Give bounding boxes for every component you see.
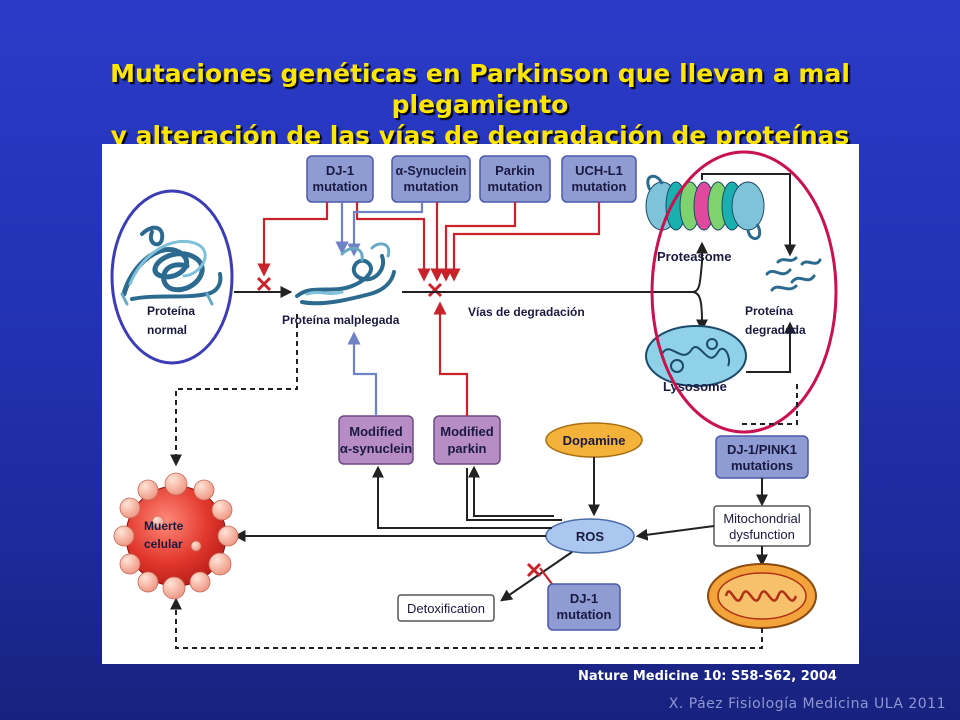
author-watermark: X. Páez Fisiología Medicina ULA 2011 — [668, 696, 946, 712]
detox-block-connector — [539, 567, 553, 585]
death-label-2: celular — [144, 537, 183, 551]
modified-asyn-box: Modified α-synuclein — [338, 415, 414, 465]
slide-title: Mutaciones genéticas en Parkinson que ll… — [40, 58, 920, 151]
dj1-bottom-label-1: DJ-1 — [570, 591, 598, 606]
proteasome-label: Proteasome — [657, 249, 731, 264]
arrow-mod-parkin-up — [433, 301, 469, 416]
detox-label: Detoxification — [407, 601, 485, 616]
degraded-label-2: degradada — [745, 323, 806, 337]
normal-label-2: normal — [147, 323, 187, 337]
normal-protein-image — [120, 225, 223, 306]
dashed-misfolded-to-death — [170, 314, 298, 467]
asyn-label-2: mutation — [404, 179, 459, 194]
mod-asyn-label-2: α-synuclein — [340, 441, 412, 456]
mod-parkin-label-1: Modified — [440, 424, 493, 439]
ros-node: ROS — [545, 518, 635, 554]
arrow-ros-to-mod-parkin-head — [468, 465, 554, 517]
arrow-to-lysosome — [691, 291, 708, 332]
misfolded-protein-image — [295, 242, 396, 306]
pathways-label: Vías de degradación — [468, 305, 585, 319]
arrow-mod-asyn-up — [347, 331, 378, 416]
parkin-label-1: Parkin — [495, 163, 535, 178]
ros-label: ROS — [576, 529, 605, 544]
dopamine-label: Dopamine — [563, 433, 626, 448]
parkin-mutation-box: Parkin mutation — [479, 155, 551, 203]
dashed-degradation-loop — [741, 384, 798, 426]
figure-panel: DJ-1 mutation α-Synuclein mutation Parki… — [102, 144, 859, 664]
alpha-synuclein-mutation-box: α-Synuclein mutation — [391, 155, 471, 203]
degraded-label-1: Proteína — [745, 304, 793, 318]
asyn-label-1: α-Synuclein — [396, 164, 467, 178]
dj1-mutation-box: DJ-1 mutation — [306, 155, 374, 203]
cell-death-image — [113, 472, 239, 600]
death-label-1: Muerte — [144, 519, 184, 533]
mito-label-2: dysfunction — [729, 527, 795, 542]
degradation-circle — [650, 150, 838, 434]
citation: Nature Medicine 10: S58-S62, 2004 — [578, 669, 837, 684]
normal-label-1: Proteína — [147, 304, 195, 318]
arrow-ros-to-mod-asyn — [372, 465, 552, 529]
pathway-diagram: DJ-1 mutation α-Synuclein mutation Parki… — [110, 150, 838, 649]
dj1-pink1-box: DJ-1/PINK1 mutations — [715, 435, 809, 479]
dashed-mito-to-death — [170, 597, 763, 649]
arrow-ros-to-mod-parkin — [466, 468, 562, 521]
block-marker-center — [427, 282, 443, 298]
arrow-mito-to-ros — [635, 525, 715, 541]
lysosome-image — [645, 325, 747, 387]
normal-protein-circle — [110, 189, 234, 365]
dj1-pink1-label-2: mutations — [731, 458, 793, 473]
block-marker-detox — [526, 562, 542, 578]
mod-parkin-label-2: parkin — [447, 441, 486, 456]
dj1-bottom-box: DJ-1 mutation — [547, 583, 621, 631]
uchl1-mutation-box: UCH-L1 mutation — [561, 155, 637, 203]
modified-parkin-box: Modified parkin — [433, 415, 501, 465]
dopamine-node: Dopamine — [545, 422, 643, 458]
dj1-label-1: DJ-1 — [326, 163, 354, 178]
title-line-1: Mutaciones genéticas en Parkinson que ll… — [110, 59, 850, 119]
mito-label-1: Mitochondrial — [723, 511, 800, 526]
dj1-label-2: mutation — [313, 179, 368, 194]
misfolded-label: Proteína malplegada — [282, 313, 400, 327]
mod-asyn-label-1: Modified — [349, 424, 402, 439]
parkin-label-2: mutation — [488, 179, 543, 194]
arrow-ros-to-detox — [500, 551, 573, 602]
mitochondrion-image — [707, 563, 817, 629]
dj1-pink1-label-1: DJ-1/PINK1 — [727, 442, 797, 457]
arrow-lysosome-to-degraded — [746, 321, 796, 373]
mito-dysfunction-box: Mitochondrial dysfunction — [713, 505, 811, 547]
uchl1-label-1: UCH-L1 — [575, 163, 623, 178]
dj1-bottom-label-2: mutation — [557, 607, 612, 622]
detoxification-box: Detoxification — [397, 594, 495, 622]
proteasome-image — [645, 174, 765, 240]
block-marker-left — [256, 276, 272, 292]
mutation-arrows — [257, 202, 601, 282]
arrow-proteasome-to-degraded — [701, 173, 796, 257]
uchl1-label-2: mutation — [572, 179, 627, 194]
degraded-protein-image — [765, 256, 822, 292]
